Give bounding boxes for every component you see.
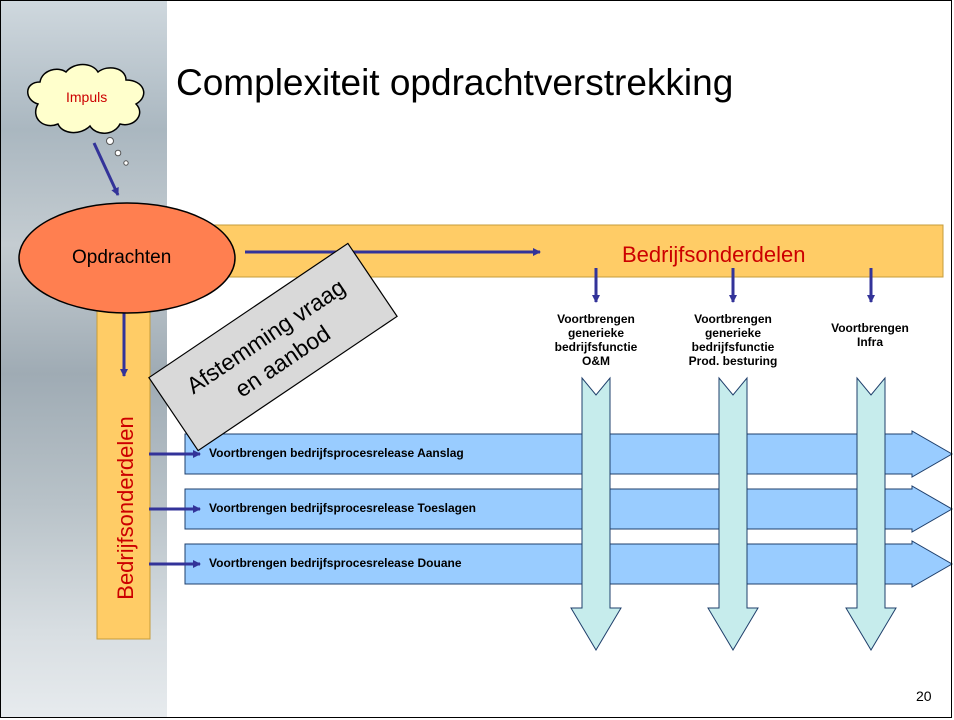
column-prod-line1: Voortbrengen (694, 312, 772, 326)
arrow-impulse-to-orders (92, 142, 120, 196)
column-om-line2: generieke (567, 326, 625, 340)
slide-title: Complexiteit opdrachtverstrekking (176, 62, 734, 103)
flow-arrow-douane (184, 540, 954, 588)
column-om-line4: O&M (582, 354, 610, 368)
column-prod-line3: bedrijfsfunctie (691, 340, 775, 354)
column-arrow-prod (707, 376, 759, 651)
column-label-prod: Voortbrengen generieke bedrijfsfunctie P… (673, 312, 793, 368)
impulse-cloud (27, 63, 145, 134)
column-infra-line1: Voortbrengen (831, 321, 909, 335)
orders-label: Opdrachten (72, 247, 172, 268)
column-om-line3: bedrijfsfunctie (554, 340, 638, 354)
orders-ellipse (18, 202, 236, 314)
column-label-infra: Voortbrengen Infra (810, 321, 930, 349)
column-om-line1: Voortbrengen (557, 312, 635, 326)
column-infra-line2: Infra (856, 335, 883, 349)
column-arrow-infra (845, 376, 897, 651)
flow-label-aanslag: Voortbrengen bedrijfsprocesrelease Aansl… (209, 446, 464, 460)
business-units-side-label: Bedrijfsonderdelen (113, 416, 138, 599)
column-arrow-om (570, 376, 622, 651)
flow-label-toeslagen: Voortbrengen bedrijfsprocesrelease Toesl… (209, 501, 476, 515)
flow-arrow-toeslagen (184, 485, 954, 533)
column-prod-line4: Prod. besturing (688, 354, 778, 368)
business-units-top-label: Bedrijfsonderdelen (622, 242, 806, 267)
flow-arrow-aanslag (184, 430, 954, 478)
impulse-label: Impuls (66, 89, 108, 105)
column-prod-line2: generieke (704, 326, 762, 340)
page-number: 20 (916, 688, 932, 704)
column-label-om: Voortbrengen generieke bedrijfsfunctie O… (536, 312, 656, 368)
flow-label-douane: Voortbrengen bedrijfsprocesrelease Douan… (209, 556, 462, 570)
